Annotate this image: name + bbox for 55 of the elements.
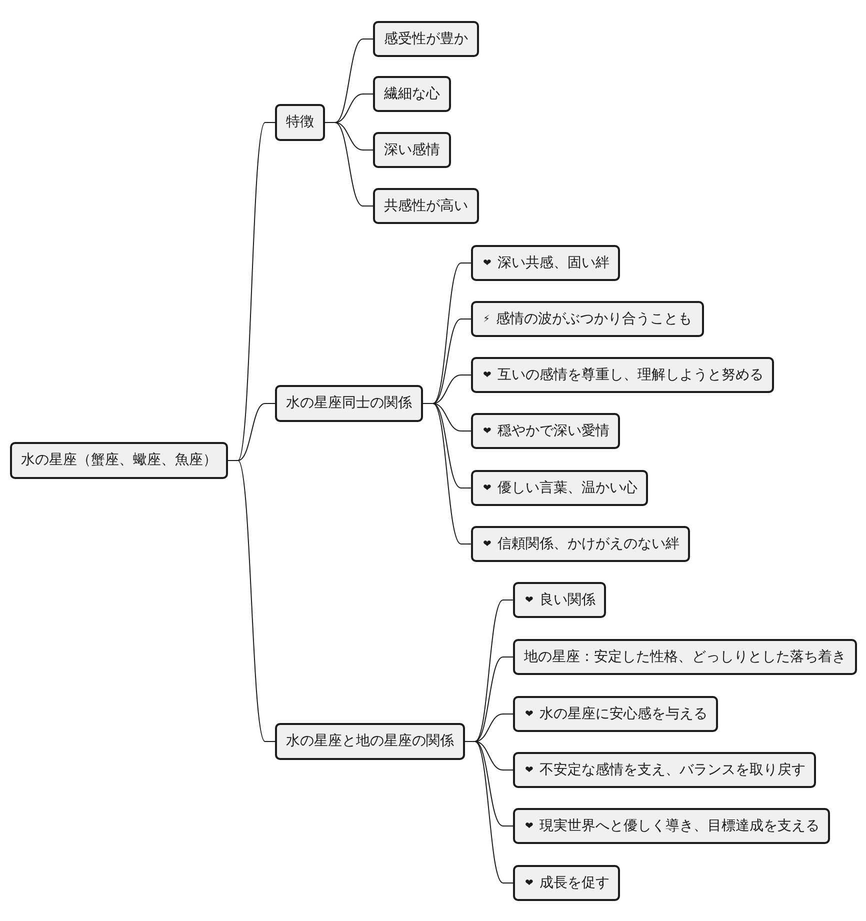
leaf-topic-box [373,21,479,57]
heart-icon: ❤ [483,370,492,380]
topic-label: 水の星座（蟹座、蠍座、魚座） [21,452,217,469]
leaf-topic-box [513,639,857,675]
connector-line [464,741,514,884]
leaf-topic-box [513,808,830,844]
lightning-icon: ⚡ [483,314,490,324]
leaf-topic-box [373,132,451,168]
leaf-topic-box [513,752,816,788]
topic-label: 良い関係 [539,592,596,608]
heart-icon: ❤ [525,764,534,776]
branch-topic-box [275,723,465,760]
leaf-topic-box [471,245,620,281]
heart-icon: ❤ [483,538,492,550]
leaf-topic-box [513,865,620,901]
topic-label: 水の星座同士の関係 [286,395,412,412]
connector-line [228,460,276,742]
topic-label: 特徴 [286,114,314,131]
topic-label: 水の星座と地の星座の関係 [286,733,454,750]
connector-line [324,122,374,206]
topic-label: 互いの感情を尊重し、理解しようと努める [497,366,764,384]
leaf-topic-box [373,76,451,112]
topic-label: 共感性が高い [384,198,468,214]
root-topic-box [10,442,228,479]
branch-topic-box [275,104,325,141]
topic-label: 繊細な心 [384,86,440,102]
topic-label: 水の星座に安心感を与える [539,706,708,722]
heart-icon: ❤ [483,482,492,494]
heart-icon: ❤ [483,258,492,268]
topic-label: 優しい言葉、温かい心 [497,480,638,496]
leaf-topic-box [471,526,690,562]
topic-label: 感情の波がぶつかり合うことも [496,310,692,328]
topic-label: 信頼関係、かけがえのない絆 [497,536,680,552]
topic-label: 現実世界へと優しく導き、目標達成を支える [539,818,820,834]
heart-icon: ❤ [483,426,492,436]
heart-icon: ❤ [525,594,534,606]
topic-label: 感受性が豊か [384,30,468,48]
leaf-topic-box [471,470,648,506]
heart-icon: ❤ [525,878,534,888]
topic-label: 成長を促す [539,874,610,892]
branch-topic-box [275,385,423,422]
topic-label: 地の星座：安定した性格、どっしりとした落ち着き [524,648,846,666]
leaf-topic-box [471,413,620,449]
leaf-topic-box [513,696,718,732]
topic-label: 深い共感、固い絆 [497,254,610,272]
heart-icon: ❤ [525,820,534,832]
topic-label: 穏やかで深い愛情 [497,422,610,440]
topic-label: 深い感情 [384,142,440,158]
leaf-topic-box [471,357,774,393]
leaf-topic-box [513,582,606,618]
leaf-topic-box [373,188,479,224]
leaf-topic-box [471,301,704,337]
connector-line [422,403,472,544]
topic-label: 不安定な感情を支え、バランスを取り戻す [539,762,806,778]
heart-icon: ❤ [525,708,534,720]
